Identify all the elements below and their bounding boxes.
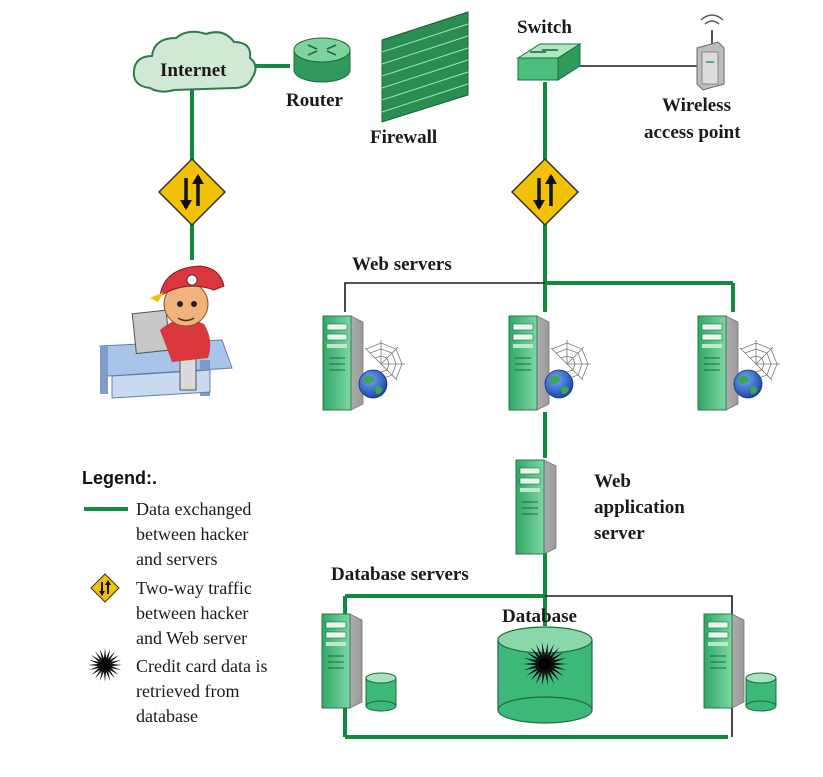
firewall-icon — [381, 11, 469, 123]
legend-two-way-arrows-diamond-icon — [90, 573, 120, 603]
legend-item-credit-card: Credit card data is retrieved from datab… — [136, 656, 268, 726]
router-icon — [293, 37, 351, 83]
web-server-3 — [697, 315, 781, 411]
database-cylinder-icon — [497, 626, 593, 724]
database-label: Database — [502, 606, 577, 627]
legend-title: Legend:. — [82, 468, 157, 488]
db-servers-box — [545, 595, 733, 618]
web-server-1 — [322, 315, 406, 411]
legend-item-two-way-traffic: Two-way traffic between hacker and Web s… — [136, 578, 252, 648]
web-app-label-line2: application — [594, 497, 685, 518]
internet-label: Internet — [160, 60, 227, 81]
wireless-label-line1: Wireless — [662, 95, 731, 116]
web-servers-label: Web servers — [352, 254, 452, 275]
wireless-access-point-icon — [696, 14, 725, 91]
two-way-arrows-diamond-icon — [510, 157, 580, 227]
web-servers-box — [344, 282, 545, 312]
switch-icon — [516, 43, 582, 81]
web-app-label-line3: server — [594, 523, 645, 544]
switch-label: Switch — [517, 17, 572, 38]
router-label: Router — [286, 90, 343, 111]
web-application-server — [515, 459, 557, 555]
two-way-arrows-diamond-icon — [157, 157, 227, 227]
legend-item-data-exchanged: Data exchanged between hacker and server… — [136, 499, 252, 569]
database-server-1 — [321, 613, 397, 712]
wireless-label-line2: access point — [644, 122, 741, 143]
internet-cloud-icon — [132, 30, 257, 93]
hacker-icon — [99, 265, 233, 399]
web-server-2 — [508, 315, 592, 411]
web-app-label-line1: Web — [594, 471, 631, 492]
starburst-icon — [523, 642, 567, 686]
firewall-label: Firewall — [370, 127, 438, 148]
database-server-2 — [703, 613, 777, 712]
database-servers-label: Database servers — [331, 564, 469, 585]
legend-starburst-icon — [88, 648, 122, 682]
